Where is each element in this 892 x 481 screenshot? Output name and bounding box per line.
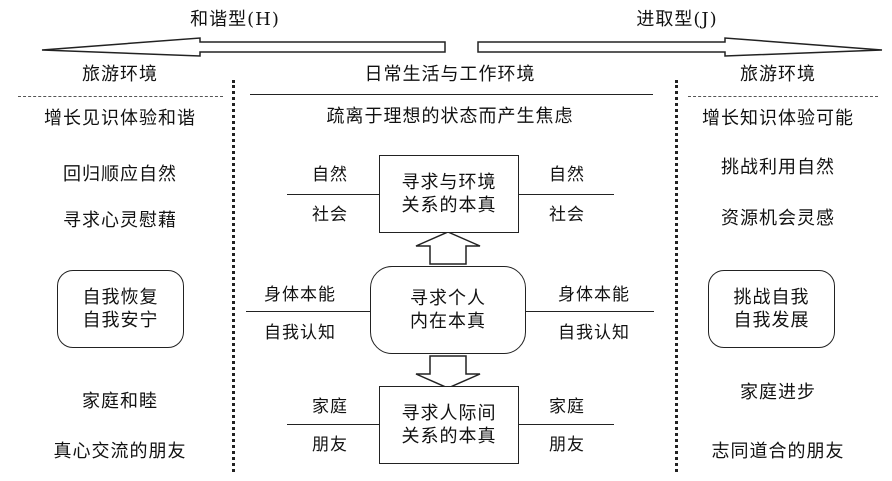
right-column-header: 旅游环境 bbox=[740, 64, 816, 85]
left-box-line: 自我恢复 bbox=[82, 287, 159, 308]
env-box-line: 关系的本真 bbox=[401, 195, 497, 216]
self-truth-box: 寻求个人 内在本真 bbox=[370, 266, 526, 354]
left-item: 寻求心灵慰藉 bbox=[63, 210, 177, 231]
right-bottom-item: 家庭进步 bbox=[740, 382, 816, 403]
right-item: 资源机会灵感 bbox=[721, 208, 835, 229]
people-right-top-label: 家庭 bbox=[549, 397, 585, 417]
env-box-line: 寻求与环境 bbox=[401, 172, 497, 193]
right-item: 增长知识体验可能 bbox=[702, 108, 854, 129]
up-arrow bbox=[415, 231, 481, 265]
enterprising-type-label: 进取型(J) bbox=[636, 9, 718, 30]
env-left-bottom-label: 社会 bbox=[312, 205, 348, 225]
self-right-bottom-label: 自我认知 bbox=[558, 323, 630, 343]
down-arrow bbox=[415, 355, 481, 389]
right-bottom-item: 志同道合的朋友 bbox=[711, 441, 845, 462]
center-column-header: 日常生活与工作环境 bbox=[364, 64, 536, 85]
left-self-box: 自我恢复 自我安宁 bbox=[57, 270, 184, 348]
env-right-top-label: 自然 bbox=[549, 165, 585, 185]
left-box-line: 自我安宁 bbox=[82, 310, 159, 331]
center-header-rule bbox=[250, 94, 653, 95]
env-right-bottom-label: 社会 bbox=[549, 205, 585, 225]
right-self-box: 挑战自我 自我发展 bbox=[708, 270, 835, 348]
right-box-line: 挑战自我 bbox=[733, 287, 810, 308]
env-truth-box: 寻求与环境 关系的本真 bbox=[379, 155, 519, 233]
right-dotted-divider bbox=[675, 80, 678, 472]
self-box-line: 内在本真 bbox=[410, 311, 486, 332]
people-truth-box: 寻求人际间 关系的本真 bbox=[379, 386, 519, 464]
left-pointing-arrow bbox=[41, 37, 446, 57]
right-item: 挑战利用自然 bbox=[721, 157, 835, 178]
self-left-bottom-label: 自我认知 bbox=[264, 323, 336, 343]
left-bottom-item: 真心交流的朋友 bbox=[53, 441, 187, 462]
left-item: 回归顺应自然 bbox=[63, 164, 177, 185]
left-item: 增长见识体验和谐 bbox=[44, 108, 196, 129]
self-left-top-label: 身体本能 bbox=[264, 285, 336, 305]
left-dotted-divider bbox=[232, 80, 235, 472]
right-pointing-arrow bbox=[477, 37, 883, 57]
people-box-line: 关系的本真 bbox=[401, 426, 497, 447]
people-box-line: 寻求人际间 bbox=[401, 403, 497, 424]
left-header-divider bbox=[18, 96, 223, 97]
env-left-top-label: 自然 bbox=[312, 165, 348, 185]
left-column-header: 旅游环境 bbox=[82, 64, 158, 85]
people-left-bottom-label: 朋友 bbox=[312, 435, 348, 455]
right-header-divider bbox=[688, 96, 878, 97]
people-left-top-label: 家庭 bbox=[312, 397, 348, 417]
self-box-line: 寻求个人 bbox=[410, 288, 486, 309]
left-bottom-item: 家庭和睦 bbox=[82, 391, 158, 412]
right-box-line: 自我发展 bbox=[733, 310, 810, 331]
self-right-top-label: 身体本能 bbox=[558, 285, 630, 305]
people-right-bottom-label: 朋友 bbox=[549, 435, 585, 455]
harmony-type-label: 和谐型(H) bbox=[190, 9, 280, 30]
center-subheader: 疏离于理想的状态而产生焦虑 bbox=[326, 106, 574, 127]
